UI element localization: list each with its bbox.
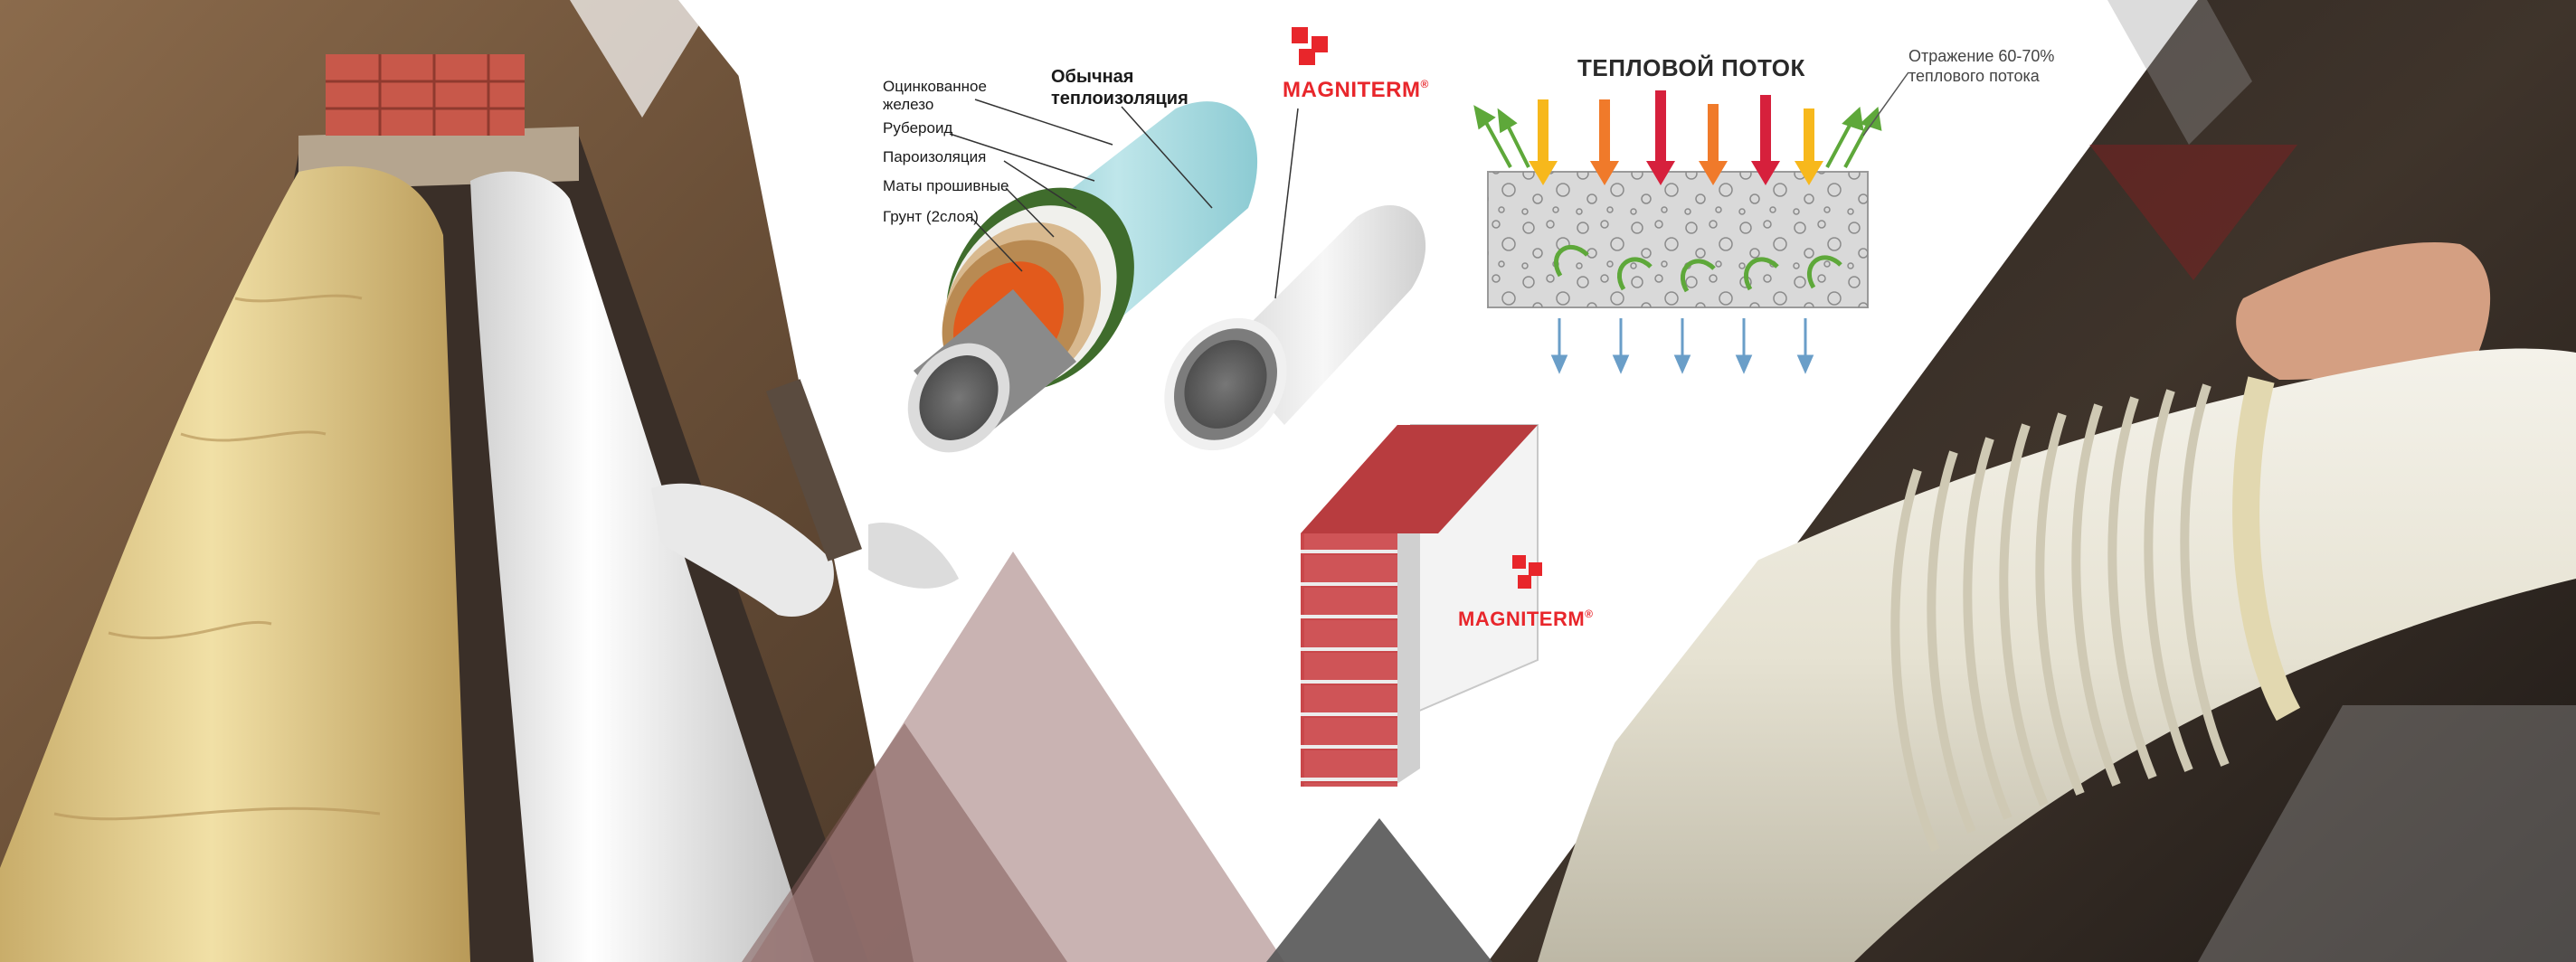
brand-name-pipes-text: MAGNITERM [1283,78,1421,102]
magniterm-pipe [1164,205,1426,451]
legend-leaders [949,99,1299,299]
legend-item-galvanized-2: железо [883,96,934,113]
legend-item-galvanized-1: Оцинкованное [883,78,987,95]
brand-name-pipes: MAGNITERM® [1283,78,1429,103]
brand-name-wall: MAGNITERM® [1458,608,1594,631]
reflection-note-2: теплового потока [1908,67,2040,85]
outgoing-heat-arrows [1550,318,1814,374]
conventional-label-2: теплоизоляция [1051,89,1189,108]
brick-stack [326,54,525,136]
registered-mark-pipes: ® [1420,78,1429,90]
registered-mark-wall: ® [1585,608,1594,620]
internal-reflection-curls [1553,244,1842,293]
legend-item-primer: Грунт (2слоя) [883,208,979,225]
legend-item-stitched-mats: Маты прошивные [883,177,1009,194]
legend-item-roofing: Рубероид [883,119,953,137]
reflection-note-1: Отражение 60-70% [1908,47,2055,65]
decor-triangles [570,0,2576,962]
wall-diagram [1301,424,1542,787]
magniterm-logo-mark [1292,27,1328,65]
reflected-heat-arrows [1473,105,1882,168]
conventional-pipe [907,101,1258,453]
legend-item-vapor-barrier: Пароизоляция [883,148,987,165]
heatflow-diagram [1473,71,1909,374]
incoming-heat-arrows [1529,90,1823,185]
left-photo-trench [0,0,959,962]
brand-name-wall-text: MAGNITERM [1458,608,1586,630]
magniterm-logo-mark-wall [1512,555,1542,589]
conventional-label-1: Обычная [1051,67,1134,87]
pipe-diagram [907,27,1426,453]
right-photo-pipe [1488,0,2576,962]
corrugation-rings [1890,383,2230,852]
reflection-leader [1862,71,1909,137]
heatflow-title: ТЕПЛОВОЙ ПОТОК [1577,54,1805,81]
